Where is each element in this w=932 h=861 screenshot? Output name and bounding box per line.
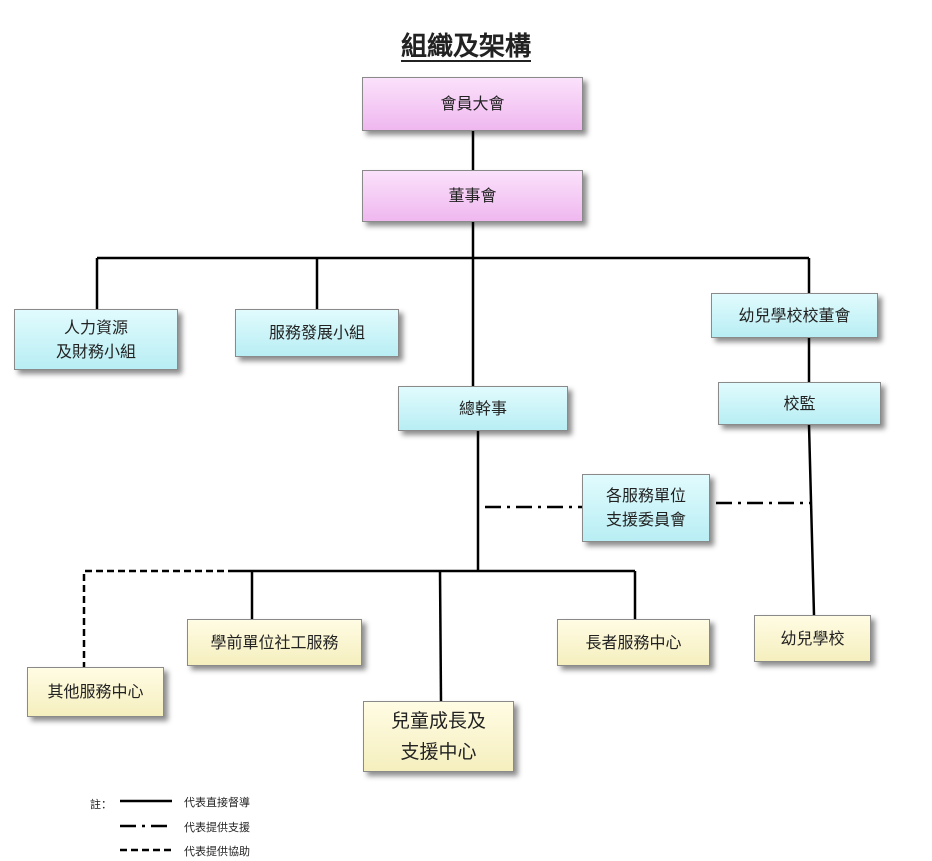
chart-title: 組織及架構 <box>400 32 531 62</box>
node-board: 董事會 <box>362 170 583 222</box>
node-support-committee: 各服務單位 支援委員會 <box>582 474 710 542</box>
node-hr-finance: 人力資源 及財務小組 <box>14 309 178 370</box>
legend-prefix: 註： <box>90 798 112 811</box>
line-to-child-support <box>438 570 443 702</box>
legend-assist-label: 代表提供協助 <box>184 845 250 858</box>
node-general-assembly: 會員大會 <box>362 77 583 131</box>
line-supervisor-kindergarten <box>807 424 816 616</box>
node-kindergarten: 幼兒學校 <box>754 615 871 662</box>
node-supervisor: 校監 <box>718 382 881 425</box>
node-service-development: 服務發展小組 <box>235 309 399 357</box>
node-elderly-centre: 長者服務中心 <box>557 619 710 666</box>
node-other-services: 其他服務中心 <box>27 667 164 717</box>
node-child-support: 兒童成長及 支援中心 <box>363 701 514 772</box>
node-preschool-social-work: 學前單位社工服務 <box>187 619 362 666</box>
legend-direct-label: 代表直接督導 <box>184 796 250 809</box>
node-kindergarten-board: 幼兒學校校董會 <box>711 293 878 338</box>
legend-support-label: 代表提供支援 <box>184 821 250 834</box>
line-assist-other <box>82 569 235 667</box>
node-general-secretary: 總幹事 <box>398 386 568 431</box>
